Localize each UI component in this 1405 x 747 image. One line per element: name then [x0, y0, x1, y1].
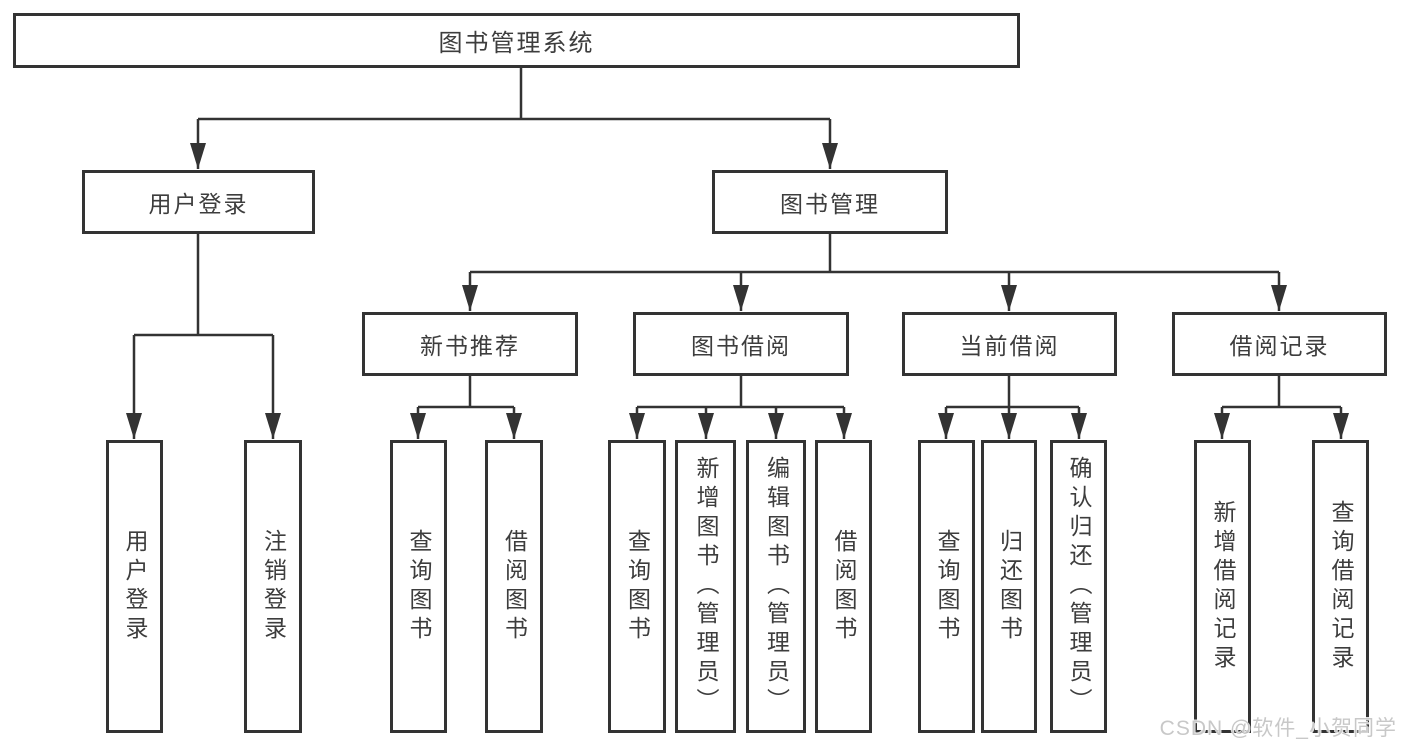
node-borrow-records: 借阅记录 — [1172, 312, 1387, 376]
leaf-label: 新增借阅记录 — [1210, 499, 1236, 674]
leaf-bb-add-book-admin: 新增图书（管理员） — [675, 440, 736, 733]
leaf-label: 归还图书 — [996, 528, 1023, 645]
leaf-user-login: 用户登录 — [106, 440, 163, 733]
node-root-system: 图书管理系统 — [13, 13, 1020, 68]
connector-arrows — [126, 119, 1349, 439]
csdn-watermark: CSDN @软件_小贺同学 — [1159, 717, 1397, 740]
leaf-label: 查询借阅记录 — [1328, 499, 1354, 674]
leaf-br-add-record: 新增借阅记录 — [1194, 440, 1251, 733]
leaf-label: 确认归还（管理员） — [1066, 456, 1092, 717]
leaf-label: 查询图书 — [934, 528, 960, 645]
leaf-label: 查询图书 — [406, 528, 432, 645]
leaf-bb-borrow-books: 借阅图书 — [815, 440, 872, 733]
leaf-bb-edit-book-admin: 编辑图书（管理员） — [746, 440, 806, 733]
leaf-label: 注销登录 — [260, 528, 287, 645]
connector-bars — [134, 68, 1341, 409]
node-book-management: 图书管理 — [712, 170, 948, 234]
leaf-cb-confirm-return-admin: 确认归还（管理员） — [1050, 440, 1107, 733]
leaf-label: 用户登录 — [122, 528, 148, 645]
node-user-login: 用户登录 — [82, 170, 315, 234]
node-current-borrow: 当前借阅 — [902, 312, 1117, 376]
leaf-nbr-query-books: 查询图书 — [390, 440, 447, 733]
leaf-cb-query-books: 查询图书 — [918, 440, 975, 733]
leaf-nbr-borrow-books: 借阅图书 — [485, 440, 543, 733]
leaf-logout: 注销登录 — [244, 440, 302, 733]
leaf-label: 查询图书 — [624, 528, 651, 645]
leaf-label: 编辑图书（管理员） — [763, 456, 790, 717]
leaf-bb-query-books: 查询图书 — [608, 440, 666, 733]
leaf-cb-return-books: 归还图书 — [981, 440, 1037, 733]
leaf-label: 新增图书（管理员） — [693, 456, 719, 717]
node-new-book-recommend: 新书推荐 — [362, 312, 578, 376]
leaf-label: 借阅图书 — [501, 528, 528, 645]
leaf-br-query-record: 查询借阅记录 — [1312, 440, 1369, 733]
node-book-borrow: 图书借阅 — [633, 312, 849, 376]
leaf-label: 借阅图书 — [831, 528, 857, 645]
